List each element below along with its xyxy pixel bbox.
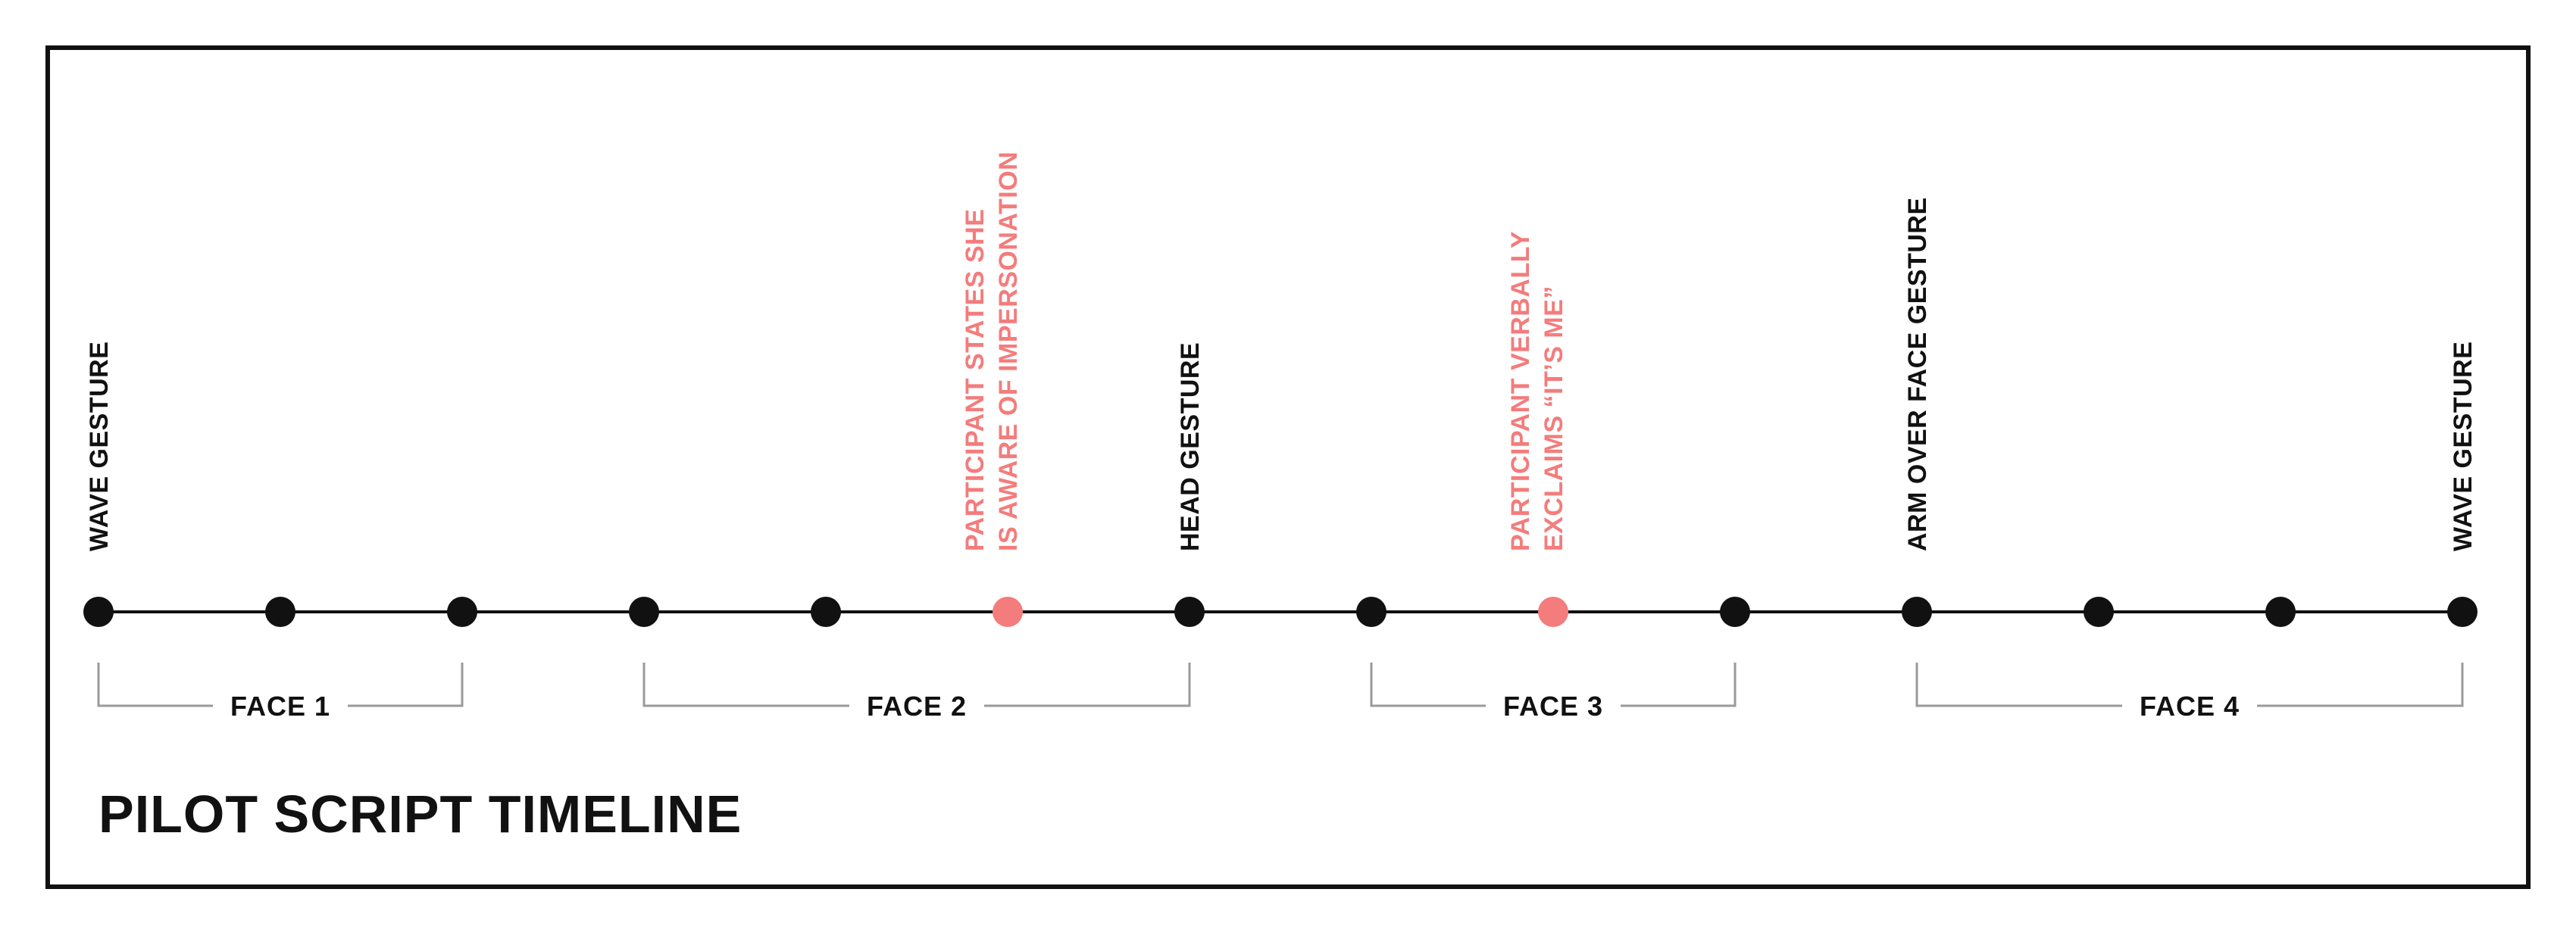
timeline-point: [265, 597, 295, 627]
timeline-point: [811, 597, 841, 627]
timeline-point-highlight: [993, 597, 1023, 627]
bracket-line: [642, 663, 1191, 707]
face-bracket: FACE 3: [1370, 663, 1737, 722]
timeline-point: [1902, 597, 1932, 627]
timeline-point: [2265, 597, 2296, 627]
face-label: FACE 3: [1503, 691, 1603, 722]
timeline-point: [1174, 597, 1205, 627]
event-label: HEAD GESTURE: [1176, 342, 1205, 551]
bracket-line: [1915, 663, 2464, 707]
event-label-group: WAVE GESTURE: [2449, 342, 2478, 551]
timeline-point: [629, 597, 659, 627]
bracket-line: [97, 663, 464, 707]
timeline-point: [2447, 597, 2478, 627]
event-label-group: HEAD GESTURE: [1176, 342, 1205, 551]
diagram-frame: [45, 45, 2531, 889]
event-label: WAVE GESTURE: [2449, 342, 2478, 551]
event-label-group: WAVE GESTURE: [85, 342, 114, 551]
event-label: PARTICIPANT VERBALLY: [1506, 231, 1535, 551]
timeline-point: [1720, 597, 1750, 627]
event-label-group: ARM OVER FACE GESTURE: [1903, 197, 1932, 551]
event-label: PARTICIPANT STATES SHE: [961, 209, 989, 551]
face-bracket: FACE 2: [642, 663, 1191, 722]
timeline-point: [447, 597, 477, 627]
event-label: IS AWARE OF IMPERSONATION: [994, 151, 1023, 551]
event-label: EXCLAIMS “IT’S ME”: [1540, 285, 1568, 551]
timeline-point: [2084, 597, 2114, 627]
face-label: FACE 2: [867, 691, 967, 722]
bracket-line: [1370, 663, 1737, 707]
event-label: ARM OVER FACE GESTURE: [1903, 197, 1932, 551]
face-bracket: FACE 4: [1915, 663, 2464, 722]
timeline-point: [83, 597, 114, 627]
timeline-point-highlight: [1538, 597, 1568, 627]
face-label: FACE 4: [2140, 691, 2240, 722]
event-label: WAVE GESTURE: [85, 342, 114, 551]
face-bracket: FACE 1: [97, 663, 464, 722]
timeline-point: [1356, 597, 1386, 627]
diagram-title: PILOT SCRIPT TIMELINE: [98, 785, 742, 844]
face-label: FACE 1: [230, 691, 330, 722]
